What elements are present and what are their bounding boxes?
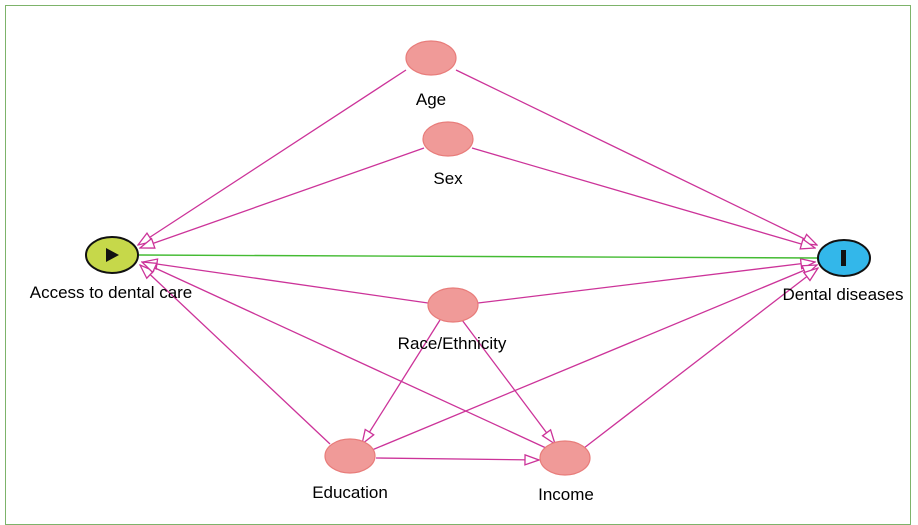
edge-income-outcome — [583, 268, 818, 449]
edge-education-outcome — [371, 265, 817, 451]
edge-age-exposure — [138, 69, 407, 245]
label-education: Education — [312, 483, 388, 502]
label-outcome: Dental diseases — [782, 285, 904, 304]
edge-exposure-outcome — [138, 254, 819, 259]
edges — [138, 69, 819, 460]
edge-income-exposure — [142, 262, 547, 449]
node-exposure[interactable] — [85, 236, 139, 274]
edge-race-income — [461, 319, 555, 444]
node-outcome[interactable] — [817, 239, 871, 277]
edge-race-outcome — [477, 262, 815, 304]
label-race: Race/Ethnicity — [397, 334, 507, 353]
node-income[interactable] — [539, 440, 591, 476]
node-sex[interactable] — [422, 121, 474, 157]
edge-education-exposure — [140, 265, 331, 445]
edge-race-exposure — [143, 262, 429, 304]
node-race[interactable] — [427, 287, 479, 323]
label-exposure: Access to dental care — [29, 283, 193, 302]
label-sex: Sex — [433, 169, 463, 188]
node-education[interactable] — [324, 438, 376, 474]
play-icon — [106, 248, 119, 262]
bar-icon — [841, 250, 846, 266]
edge-race-education — [362, 319, 441, 444]
edge-education-income — [375, 458, 539, 460]
nodes — [85, 40, 871, 476]
edge-sex-exposure — [140, 147, 425, 248]
edge-sex-outcome — [471, 147, 815, 248]
node-age[interactable] — [405, 40, 457, 76]
dag-canvas — [85, 40, 871, 476]
edge-age-outcome — [455, 69, 817, 245]
label-age: Age — [415, 90, 447, 109]
label-income: Income — [538, 485, 594, 504]
